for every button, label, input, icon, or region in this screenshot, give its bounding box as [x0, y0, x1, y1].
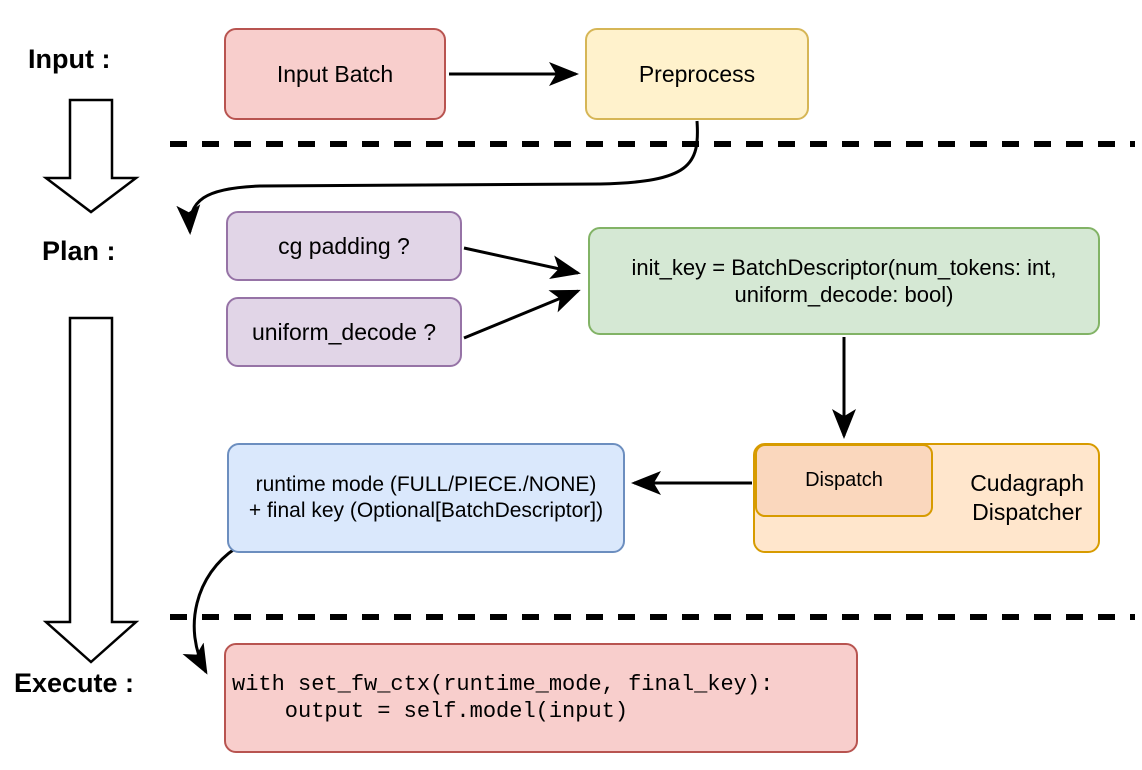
stage-label-execute: Execute : [14, 668, 135, 698]
node-runtime-mode[interactable]: runtime mode (FULL/PIECE./NONE) + final … [227, 443, 625, 553]
plan-to-execute-arrow [42, 316, 140, 664]
node-cudagraph-dispatcher-line2: Dispatcher [972, 499, 1083, 525]
node-runtime-mode-line1: runtime mode (FULL/PIECE./NONE) [255, 472, 597, 496]
node-cudagraph-dispatcher-line1: Cudagraph [970, 470, 1084, 497]
node-init-key-line2: uniform_decode: bool) [734, 282, 954, 307]
node-input-batch[interactable]: Input Batch [224, 28, 446, 120]
node-runtime-mode-text: runtime mode (FULL/PIECE./NONE) + final … [249, 472, 603, 525]
node-init-key-text: init_key = BatchDescriptor(num_tokens: i… [632, 254, 1057, 309]
node-dispatch[interactable]: Dispatch [755, 444, 933, 517]
node-init-key-line1: init_key = BatchDescriptor(num_tokens: i… [631, 254, 1057, 280]
stage-label-input: Input : [28, 44, 111, 74]
node-exec-code-line1: with set_fw_ctx(runtime_mode, final_key)… [232, 671, 774, 697]
stage-label-plan: Plan : [42, 236, 116, 266]
node-uniform-decode[interactable]: uniform_decode ? [226, 297, 462, 367]
node-exec-code-text: with set_fw_ctx(runtime_mode, final_key)… [232, 671, 773, 726]
node-cg-padding-label: cg padding ? [278, 232, 410, 259]
node-runtime-mode-line2: + final key (Optional[BatchDescriptor]) [248, 499, 604, 522]
node-exec-code[interactable]: with set_fw_ctx(runtime_mode, final_key)… [224, 643, 858, 753]
input-to-plan-arrow [42, 98, 140, 214]
edge-cg-padding-to-init-key [463, 246, 581, 279]
node-exec-code-line2: output = self.model(input) [232, 699, 629, 724]
node-preprocess-label: Preprocess [638, 60, 756, 87]
edge-uniform-decode-to-init-key [463, 289, 581, 340]
node-cudagraph-dispatcher-text: Cudagraph Dispatcher [970, 469, 1084, 527]
node-preprocess[interactable]: Preprocess [585, 28, 809, 120]
node-input-batch-label: Input Batch [276, 60, 394, 87]
node-cg-padding[interactable]: cg padding ? [226, 211, 462, 281]
node-init-key[interactable]: init_key = BatchDescriptor(num_tokens: i… [588, 227, 1100, 335]
node-dispatch-label: Dispatch [805, 469, 883, 491]
node-uniform-decode-label: uniform_decode ? [251, 318, 437, 345]
